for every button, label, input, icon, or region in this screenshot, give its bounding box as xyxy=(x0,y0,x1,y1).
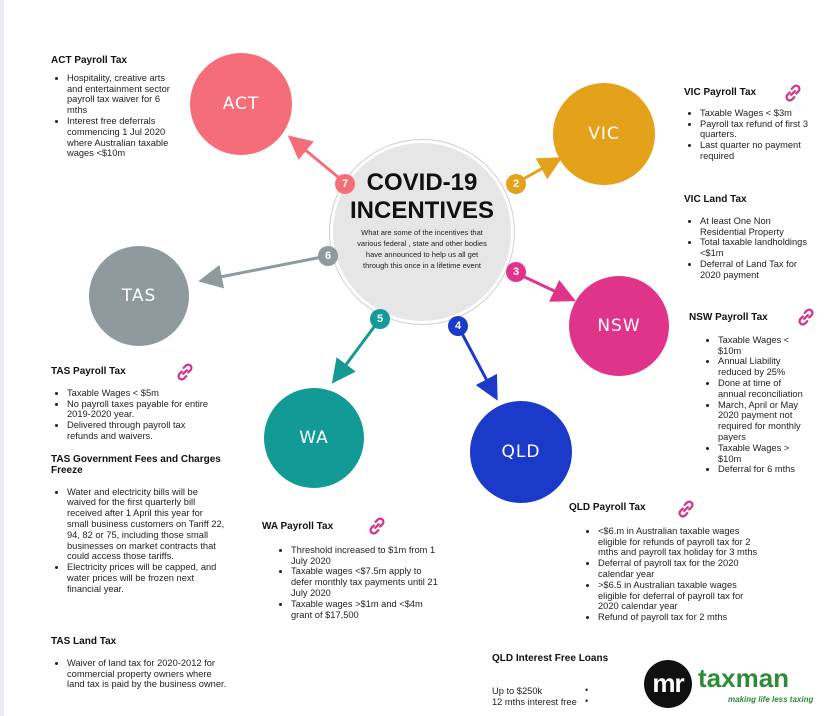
list-item: Done at time of annual reconciliation xyxy=(718,378,808,400)
tas-payroll-block: TAS Payroll Tax Taxable Wages < $5m No p… xyxy=(51,366,231,442)
tas-payroll-list: Taxable Wages < $5m No payroll taxes pay… xyxy=(51,388,215,442)
qld-payroll-block: QLD Payroll Tax <$6.m in Australian taxa… xyxy=(569,502,769,623)
badge-4: 4 xyxy=(448,316,468,336)
list-item: Deferral of Land Tax for 2020 payment xyxy=(700,259,808,281)
list-item: Delivered through payroll tax refunds an… xyxy=(67,420,215,442)
vic-land-list: At least One Non Residential Property To… xyxy=(684,216,808,281)
qld-loans-lines: Up to $250k 12 mths interest free • • xyxy=(492,685,588,708)
list-item: Hospitality, creative arts and entertain… xyxy=(67,73,179,116)
vic-payroll-list: Taxable Wages < $3m Payroll tax refund o… xyxy=(684,108,812,162)
badge-6: 6 xyxy=(318,246,338,266)
qld-loans-title: QLD Interest Free Loans xyxy=(492,653,609,664)
vic-land-title: VIC Land Tax xyxy=(684,194,747,205)
list-item: Taxable Wages > $10m xyxy=(718,443,808,465)
list-item: Last quarter no payment required xyxy=(700,140,812,162)
badge-3: 3 xyxy=(506,262,526,282)
node-tas: TAS xyxy=(89,246,189,346)
link-icon[interactable] xyxy=(174,361,196,383)
list-item: Refund of payroll tax for 2 mths xyxy=(598,612,758,623)
list-item: Waiver of land tax for 2020-2012 for com… xyxy=(67,658,227,690)
vic-land-block: VIC Land Tax At least One Non Residentia… xyxy=(684,194,824,281)
vic-payroll-title: VIC Payroll Tax xyxy=(684,87,757,98)
tas-land-block: TAS Land Tax Waiver of land tax for 2020… xyxy=(51,636,231,690)
qld-loans-title-block: QLD Interest Free Loans xyxy=(492,653,652,671)
list-item: Deferral of payroll tax for the 2020 cal… xyxy=(598,558,758,580)
badge-7: 7 xyxy=(335,174,355,194)
list-item: <$6.m in Australian taxable wages eligib… xyxy=(598,526,758,558)
logo-mr: mr xyxy=(644,660,692,708)
link-icon[interactable] xyxy=(795,306,817,328)
list-item: Deferral for 6 mths xyxy=(718,464,808,475)
list-item: Taxable Wages < $3m xyxy=(700,108,812,119)
tas-fees-block: TAS Government Fees and Charges Freeze W… xyxy=(51,454,231,595)
tas-fees-title: TAS Government Fees and Charges Freeze xyxy=(51,454,221,476)
link-icon[interactable] xyxy=(675,498,697,520)
link-icon[interactable] xyxy=(366,515,388,537)
list-item: Taxable Wages < $10m xyxy=(718,335,808,357)
arrow-wa xyxy=(331,318,382,384)
tas-land-list: Waiver of land tax for 2020-2012 for com… xyxy=(51,658,227,690)
node-nsw: NSW xyxy=(569,276,669,376)
list-item: Water and electricity bills will be waiv… xyxy=(67,487,225,563)
qld-payroll-list: <$6.m in Australian taxable wages eligib… xyxy=(569,526,758,623)
qld-loans-line1: Up to $250k xyxy=(492,686,543,696)
list-item: >$6.5 in Australian taxable wages eligib… xyxy=(598,580,758,612)
vic-payroll-block: VIC Payroll Tax Taxable Wages < $3m Payr… xyxy=(684,87,824,162)
tas-payroll-title: TAS Payroll Tax xyxy=(51,366,126,377)
qld-payroll-title: QLD Payroll Tax xyxy=(569,502,646,513)
arrow-act xyxy=(287,135,345,184)
nsw-payroll-list: Taxable Wages < $10m Annual Liability re… xyxy=(689,335,808,475)
list-item: Threshold increased to $1m from 1 July 2… xyxy=(291,545,443,567)
node-act: ACT xyxy=(190,53,292,155)
act-payroll-title: ACT Payroll Tax xyxy=(51,55,127,66)
node-wa: WA xyxy=(264,388,364,488)
list-item: Taxable Wages < $5m xyxy=(67,388,215,399)
badge-5: 5 xyxy=(370,309,390,329)
list-item: Taxable wages <$7.5m apply to defer mont… xyxy=(291,566,443,598)
wa-payroll-block: WA Payroll Tax Threshold increased to $1… xyxy=(262,521,452,621)
list-item: At least One Non Residential Property xyxy=(700,216,808,238)
logo-name: taxman xyxy=(698,663,790,693)
list-item: Electricity prices will be capped, and w… xyxy=(67,562,225,594)
act-payroll-list: Hospitality, creative arts and entertain… xyxy=(51,73,179,159)
act-payroll-block: ACT Payroll Tax Hospitality, creative ar… xyxy=(51,55,181,159)
logo-tagline: making life less taxing xyxy=(728,695,814,704)
list-item: No payroll taxes payable for entire 2019… xyxy=(67,399,215,421)
list-item: Annual Liability reduced by 25% xyxy=(718,356,808,378)
bullet-icon: • xyxy=(585,685,589,695)
tas-land-title: TAS Land Tax xyxy=(51,636,117,647)
wa-payroll-title: WA Payroll Tax xyxy=(262,521,334,532)
nsw-payroll-block: NSW Payroll Tax Taxable Wages < $10m Ann… xyxy=(689,312,819,475)
node-vic: VIC xyxy=(553,83,655,185)
mrtaxman-logo: mr taxman making life less taxing xyxy=(644,660,824,710)
arrow-tas xyxy=(198,254,328,289)
link-icon[interactable] xyxy=(782,82,804,104)
tas-fees-list: Water and electricity bills will be waiv… xyxy=(51,487,225,595)
list-item: Interest free deferrals commencing 1 Jul… xyxy=(67,116,179,159)
bullet-icon: • xyxy=(585,696,589,706)
node-qld: QLD xyxy=(470,401,572,503)
list-item: Payroll tax refund of first 3 quarters. xyxy=(700,119,812,141)
list-item: March, April or May 2020 payment not req… xyxy=(718,400,808,443)
list-item: Taxable wages >$1m and <$4m grant of $17… xyxy=(291,599,443,621)
center-subtitle: What are some of the incentives that var… xyxy=(357,228,487,270)
nsw-payroll-title: NSW Payroll Tax xyxy=(689,312,768,323)
qld-loans-line2: 12 mths interest free xyxy=(492,697,577,707)
badge-2: 2 xyxy=(506,174,526,194)
list-item: Total taxable landholdings <$1m xyxy=(700,237,808,259)
wa-payroll-list: Threshold increased to $1m from 1 July 2… xyxy=(262,545,443,621)
arrow-qld xyxy=(456,325,498,401)
